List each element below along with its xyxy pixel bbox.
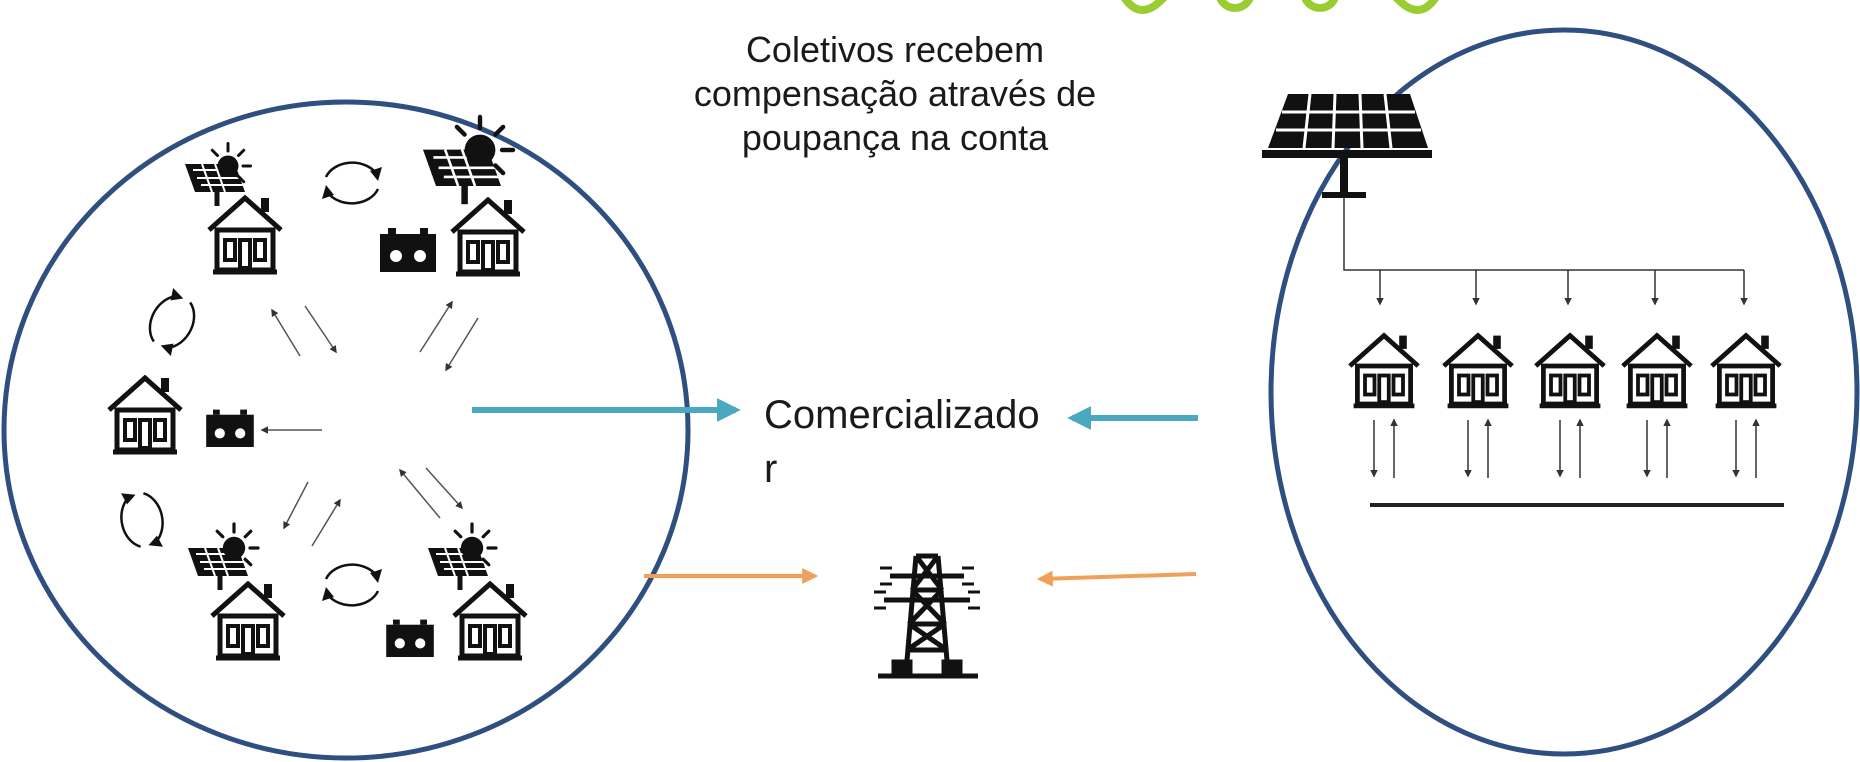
cycle-arrows-icon bbox=[320, 161, 384, 205]
cycle-arrows-icon bbox=[320, 563, 384, 607]
broker-line-1: Comercializado bbox=[764, 393, 1040, 437]
broker-line-2: r bbox=[764, 447, 778, 491]
solar-panel-icon bbox=[1262, 93, 1432, 198]
exchange-arrows bbox=[260, 300, 479, 547]
house-icon bbox=[1623, 336, 1691, 406]
distribution-lines bbox=[1343, 198, 1748, 306]
battery-icon bbox=[380, 228, 436, 272]
house-icon bbox=[1350, 336, 1418, 406]
broker-label: Comercializado r bbox=[764, 388, 1064, 496]
insulator-marks bbox=[874, 566, 980, 610]
grid-exchange-arrows bbox=[1370, 418, 1760, 478]
house-icon bbox=[209, 198, 281, 272]
house-icon bbox=[212, 584, 284, 658]
house-icon bbox=[109, 378, 181, 452]
peer-to-peer-community-circle bbox=[1, 99, 691, 761]
house-icon bbox=[452, 200, 524, 274]
shared-solar-collective-circle bbox=[1268, 27, 1860, 757]
compensation-caption: Coletivos recebem compensação através de… bbox=[640, 28, 1150, 160]
caption-line-1: Coletivos recebem bbox=[745, 29, 1045, 70]
battery-icon bbox=[386, 619, 434, 657]
caption-line-3: poupança na conta bbox=[741, 117, 1049, 158]
cycle-arrows-icon bbox=[115, 485, 169, 555]
house-icon bbox=[1444, 336, 1512, 406]
orange-arrow-right bbox=[1036, 570, 1197, 587]
house-icon bbox=[1536, 336, 1604, 406]
battery-icon bbox=[206, 409, 254, 447]
house-icon bbox=[1712, 336, 1780, 406]
cycle-arrows-icon bbox=[138, 284, 206, 360]
house-icon bbox=[454, 584, 526, 658]
transmission-tower-icon bbox=[878, 553, 978, 679]
caption-line-2: compensação através de bbox=[693, 73, 1097, 114]
logo-fragment bbox=[1121, 0, 1439, 14]
